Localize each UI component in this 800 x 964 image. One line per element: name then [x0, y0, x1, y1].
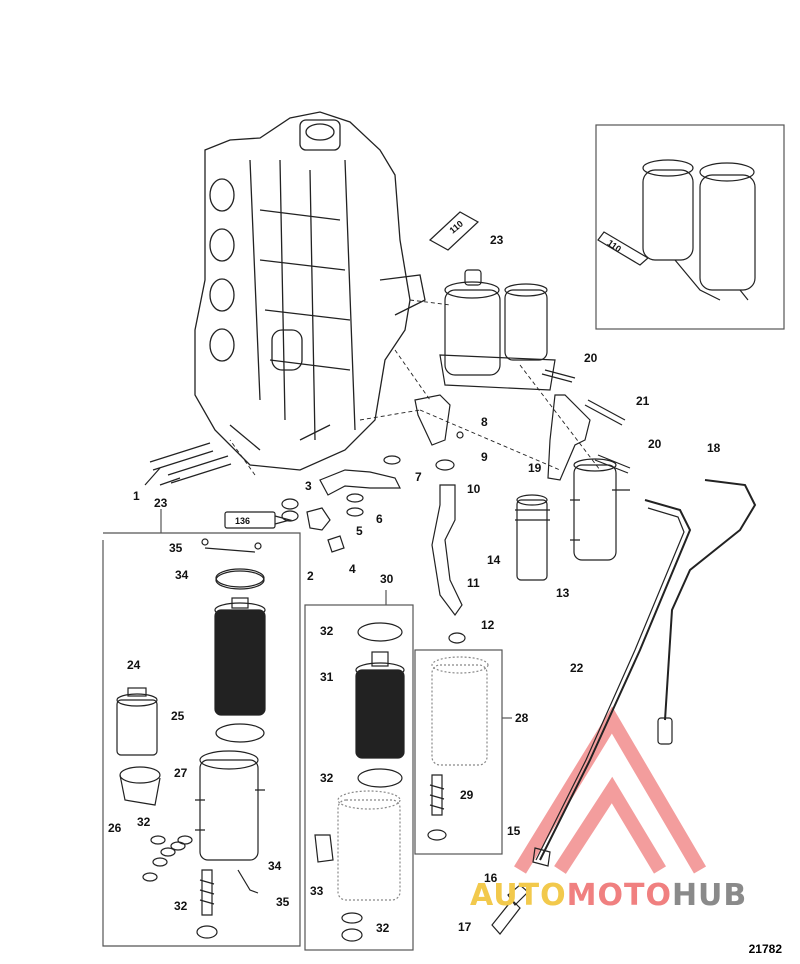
tube-110-top — [428, 211, 480, 251]
filter-element-black-2 — [355, 622, 405, 788]
o-ring-32-bottom — [341, 912, 363, 942]
box-28-parts — [414, 649, 512, 855]
callout-6: 6 — [376, 512, 383, 526]
callout-3: 3 — [305, 479, 312, 493]
tube-136 — [224, 511, 293, 529]
callout-32-box23-bottom: 32 — [174, 899, 188, 913]
box-30-parts — [304, 590, 414, 951]
spring-assembly — [196, 869, 218, 939]
callout-14: 14 — [487, 553, 501, 567]
callout-13: 13 — [556, 586, 570, 600]
callout-32-box30-mid: 32 — [320, 771, 334, 785]
callout-12: 12 — [481, 618, 495, 632]
callout-19: 19 — [528, 461, 542, 475]
callout-8: 8 — [481, 415, 488, 429]
housing-ghost-28 — [431, 656, 489, 766]
fuel-line-18 — [657, 479, 757, 745]
callout-5: 5 — [356, 524, 363, 538]
callout-28: 28 — [515, 711, 529, 725]
inset-box — [595, 124, 785, 330]
callout-32-box30-bottom: 32 — [376, 921, 390, 935]
filter-base-25 — [119, 766, 161, 806]
callout-22: 22 — [570, 661, 584, 675]
filter-housing-23 — [439, 269, 556, 391]
callout-34-bottom: 34 — [268, 859, 282, 873]
callout-17: 17 — [458, 920, 472, 934]
housing-25 — [195, 750, 265, 861]
callout-33: 33 — [310, 884, 324, 898]
filter-element-black-1 — [214, 568, 266, 743]
callout-35-bottom: 35 — [276, 895, 290, 909]
callout-34-top: 34 — [175, 568, 189, 582]
filter-housing-13 — [570, 458, 630, 561]
callout-9: 9 — [481, 450, 488, 464]
filter-element-14 — [515, 494, 550, 581]
spring-29 — [427, 774, 447, 841]
callout-20-top: 20 — [584, 351, 598, 365]
callout-2: 2 — [307, 569, 314, 583]
callout-11: 11 — [467, 576, 480, 590]
callout-30: 30 — [380, 572, 394, 586]
hose-34-bottom — [237, 869, 259, 894]
watermark-logo — [514, 706, 707, 874]
callout-26: 26 — [108, 821, 122, 835]
watermark-part-3: HUB — [671, 878, 748, 913]
callout-29: 29 — [460, 788, 474, 802]
tube-label-136: 136 — [235, 516, 251, 526]
callout-31: 31 — [320, 670, 334, 684]
hoses-and-fittings — [281, 394, 466, 644]
callout-20-bottom: 20 — [648, 437, 662, 451]
callout-7: 7 — [415, 470, 422, 484]
bracket-33 — [314, 834, 334, 863]
watermark-text: AUTOMOTOHUB — [470, 878, 747, 913]
callout-15: 15 — [507, 824, 521, 838]
figure-number: 21782 — [748, 942, 782, 956]
box-23-parts — [102, 509, 301, 947]
inset-filter-assembly — [597, 159, 756, 301]
housing-ghost-30 — [337, 790, 401, 901]
bracket-19 — [547, 394, 591, 481]
hose-34-top — [201, 538, 262, 553]
bolts-20-21 — [541, 369, 631, 474]
callout-10: 10 — [467, 482, 481, 496]
bolts-1 — [144, 442, 232, 486]
callout-35-top: 35 — [169, 541, 183, 555]
watermark-part-1: AUTO — [470, 878, 567, 913]
callout-23-top: 23 — [490, 233, 504, 247]
engine-block — [194, 111, 426, 471]
callout-4: 4 — [349, 562, 356, 576]
callout-32-box23-left: 32 — [137, 815, 151, 829]
filter-24 — [116, 687, 158, 756]
callout-18: 18 — [707, 441, 721, 455]
watermark-part-2: MOTO — [566, 878, 672, 913]
fuel-line-22 — [535, 499, 692, 861]
callout-32-box30-top: 32 — [320, 624, 334, 638]
leader-lines — [229, 299, 601, 476]
o-rings-32-box23 — [142, 570, 265, 882]
callout-1: 1 — [133, 489, 140, 503]
callout-27: 27 — [174, 766, 188, 780]
callout-24: 24 — [127, 658, 141, 672]
callout-21: 21 — [636, 394, 650, 408]
fittings-15-17 — [491, 847, 551, 935]
callout-25: 25 — [171, 709, 185, 723]
callout-23-box: 23 — [154, 496, 168, 510]
callout-16: 16 — [484, 871, 498, 885]
